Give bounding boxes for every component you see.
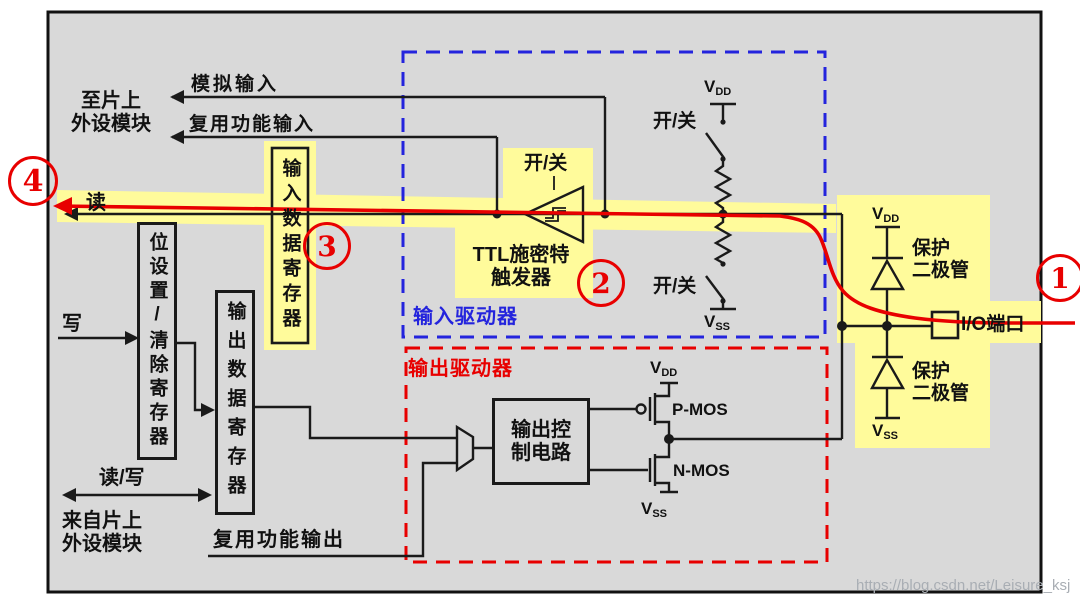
- analog-input-line: [172, 95, 607, 214]
- ttl-schmitt-line1: TTL施密特: [472, 244, 570, 266]
- pulldown-switch-arm: [705, 275, 725, 301]
- pullup-resistor: [713, 160, 733, 214]
- vss-v2: V: [641, 499, 653, 518]
- upper-protection-diode: [869, 258, 906, 291]
- upper-protect-diode-label: 保护 二极管: [912, 238, 969, 282]
- nmos-symbol: [648, 439, 678, 494]
- read-write-right-arrowhead: [198, 488, 212, 502]
- lower-protect-line1: 保护: [912, 361, 951, 382]
- lower-protect-diode-label: 保护 二极管: [912, 361, 969, 405]
- vss-v3: V: [872, 421, 884, 440]
- analog-input-label: 模拟输入: [191, 74, 280, 95]
- output-control-line1: 输出控: [511, 418, 571, 441]
- lower-diode-stems: [872, 326, 903, 420]
- diode-vdd-label: VDD: [872, 204, 899, 225]
- pullup-vdd-label: VDD: [704, 77, 731, 98]
- to-peripheral-line1: 至片上: [81, 90, 141, 112]
- vdd-sub2: DD: [661, 367, 678, 379]
- vss-sub: SS: [715, 321, 731, 333]
- alt-func-output-label: 复用功能输出: [213, 529, 345, 551]
- vdd-sub: DD: [715, 86, 732, 98]
- lower-protection-diode: [869, 357, 906, 390]
- schmitt-on-off-label: 开/关: [524, 153, 568, 174]
- alt-func-input-label: 复用功能输入: [189, 114, 316, 135]
- io-port-label: I/O端口: [961, 314, 1025, 335]
- alt-func-input-arrowhead: [170, 130, 184, 144]
- alt-func-output-line: [208, 461, 457, 558]
- analog-input-arrowhead: [170, 90, 184, 104]
- write-arrowhead: [125, 331, 139, 345]
- circled-number-1: 1: [1036, 254, 1080, 302]
- odr-to-mux-line: [255, 405, 457, 440]
- pulldown-on-off-label: 开/关: [653, 276, 697, 297]
- upper-protect-line2: 二极管: [912, 259, 970, 281]
- from-peripheral-line1: 来自片上: [62, 510, 142, 532]
- nmos-label: N-MOS: [673, 461, 730, 480]
- vss-sub2: SS: [652, 508, 668, 520]
- pullup-vdd-terminal: [710, 102, 736, 122]
- pmos-symbol: [648, 381, 678, 439]
- alt-func-input-line: [172, 135, 499, 214]
- read-label: 读: [86, 192, 106, 214]
- pmos-gate-bubble: [635, 403, 647, 415]
- red-read-arrowhead: [53, 197, 72, 215]
- ttl-highlight: [455, 148, 593, 298]
- output-control-box: 输出控 制电路: [492, 398, 590, 485]
- read-write-left-arrowhead: [62, 488, 76, 502]
- nmos-vss-label: VSS: [641, 499, 667, 520]
- vss-sub3: SS: [883, 430, 899, 442]
- read-write-label: 读/写: [99, 467, 145, 489]
- vdd-v: V: [704, 77, 716, 96]
- diode-vss-label: VSS: [872, 421, 898, 442]
- upper-protect-line1: 保护: [912, 238, 951, 259]
- input-driver-label: 输入驱动器: [413, 306, 518, 328]
- circled-number-4: 4: [8, 156, 58, 206]
- input-driver-box: [401, 50, 827, 339]
- bsrr-to-odr-line: [177, 341, 201, 412]
- circled-number-2: 2: [577, 259, 625, 307]
- bit-set-clear-register-box: 位设置/清除寄存器: [137, 222, 177, 460]
- from-peripheral-line2: 外设模块: [62, 533, 142, 555]
- io-pad-square: [930, 310, 960, 340]
- vdd-v2: V: [650, 358, 662, 377]
- output-data-register-box: 输出数据寄存器: [215, 290, 255, 515]
- red-read-trace: [56, 204, 1075, 325]
- pulldown-vss-label: VSS: [704, 312, 730, 333]
- upper-diode-stems: [872, 225, 903, 326]
- output-driver-label: 输出驱动器: [408, 358, 513, 380]
- ttl-schmitt-label: TTL施密特 触发器: [462, 244, 580, 290]
- pullup-switch-arm: [705, 132, 725, 159]
- input-data-register-label: 输入数据寄存器: [279, 158, 301, 333]
- to-peripheral-label: 至片上 外设模块: [58, 90, 164, 136]
- mux-symbol: [455, 424, 475, 473]
- pmos-label: P-MOS: [672, 400, 728, 419]
- ttl-schmitt-line2: 触发器: [491, 267, 551, 289]
- circled-number-3: 3: [303, 222, 351, 270]
- watermark-url: https://blog.csdn.net/Leisure_ksj: [856, 577, 1071, 594]
- pullup-on-off-label: 开/关: [653, 111, 697, 132]
- pmos-vdd-label: VDD: [650, 358, 677, 379]
- input-data-register-box: [270, 146, 310, 345]
- output-data-register-label: 输出数据寄存器: [224, 301, 246, 504]
- read-path-red: [53, 197, 1075, 325]
- pulldown-resistor: [713, 214, 733, 265]
- vdd-v3: V: [872, 204, 884, 223]
- wiring: [58, 95, 960, 558]
- vdd-sub3: DD: [883, 213, 900, 225]
- write-label: 写: [62, 313, 82, 335]
- to-peripheral-line2: 外设模块: [71, 113, 151, 135]
- bsrr-odr-arrowhead: [201, 403, 215, 417]
- output-driver-box: [404, 346, 829, 564]
- lower-protect-line2: 二极管: [912, 382, 970, 404]
- from-peripheral-label: 来自片上 外设模块: [62, 510, 142, 556]
- bit-set-clear-register-label: 位设置/清除寄存器: [146, 232, 168, 450]
- vss-v: V: [704, 312, 716, 331]
- output-control-line2: 制电路: [511, 441, 571, 464]
